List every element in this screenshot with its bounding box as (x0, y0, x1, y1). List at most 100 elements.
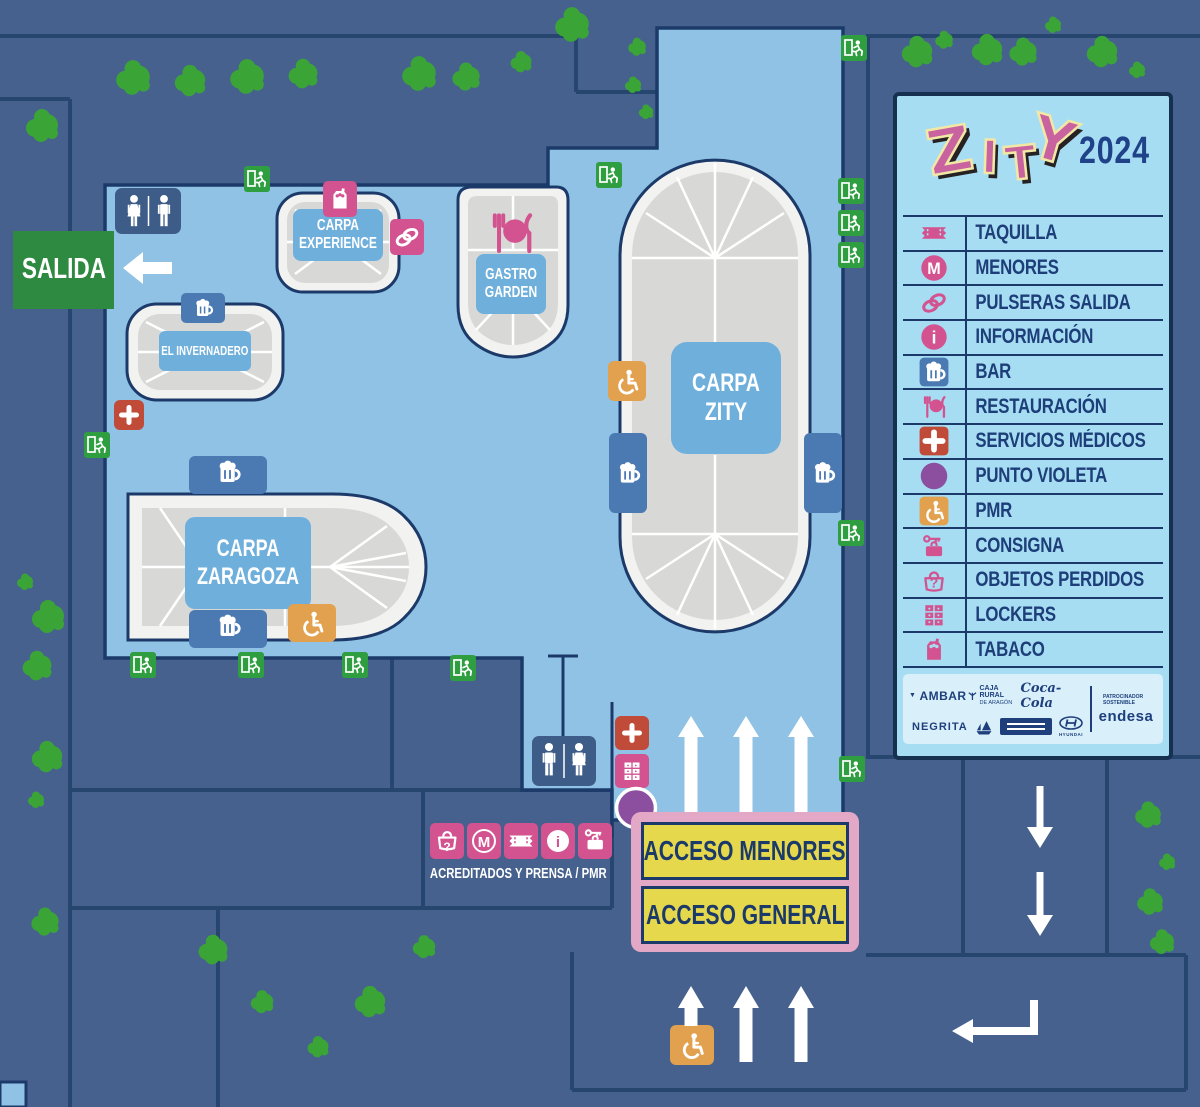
acreditados-icons: ? M i (430, 823, 612, 859)
legend-row-servicios-medicos: SERVICIOS MÉDICOS (903, 423, 1163, 458)
logo-year: 2024 (1079, 130, 1150, 172)
caja-rural-mark (968, 692, 977, 701)
exit-icon (837, 177, 865, 205)
medical-stations (114, 400, 649, 750)
carpa-zity-label-box (671, 342, 781, 454)
cocacola-logo: Coca-Cola (1020, 680, 1062, 711)
pmr-stations (288, 361, 714, 1065)
exit-icon (83, 431, 111, 459)
legend-row-menores: M MENORES (903, 249, 1163, 285)
carpa-experience-label-box (293, 209, 383, 261)
bar-stations (181, 293, 842, 648)
menores-glyph: M (478, 834, 491, 851)
sponsors-divider (1090, 686, 1092, 732)
up-arrow (678, 716, 704, 812)
objetos-perdidos-icon: ? (903, 565, 965, 595)
ambar-logo: AMBAR (909, 689, 967, 703)
up-arrow (733, 716, 759, 812)
lockers-station (615, 754, 649, 788)
legend-row-lockers: LOCKERS (903, 596, 1163, 632)
svg-text:i: i (932, 328, 937, 348)
acceso-sign: ACCESO MENORES ACCESO GENERAL (631, 812, 859, 952)
gastro-garden-label-box (476, 254, 546, 314)
down-arrow (1027, 872, 1053, 936)
exit-icon (837, 209, 865, 237)
universitaria-logo (999, 718, 1052, 735)
acceso-menores-label: ACCESO MENORES (644, 835, 846, 866)
exit-icon (341, 651, 369, 679)
restroom-sign (532, 736, 596, 786)
exit-icon (237, 651, 265, 679)
sponsors-strip: AMBAR CAJA RURAL DE ARAGÓN Coca-Cola NEG… (903, 674, 1163, 744)
lockers-icon (903, 600, 965, 630)
legend-row-restauracion: RESTAURACIÓN (903, 388, 1163, 423)
taquilla-icon (508, 834, 534, 848)
menores-icon (472, 829, 496, 853)
exit-icon (449, 654, 477, 682)
pulseras-salida-station (390, 219, 424, 255)
acceso-general-box: ACCESO GENERAL (641, 886, 849, 944)
venue-corner-patch (0, 1080, 28, 1107)
acreditados-label: ACREDITADOS Y PRENSA / PMR (429, 865, 607, 882)
lockers-icon (623, 761, 641, 781)
exit-icon (840, 34, 868, 62)
salida-sign: SALIDA (13, 231, 114, 309)
exit-icon (837, 241, 865, 269)
acceso-general-label: ACCESO GENERAL (645, 899, 845, 930)
caja-rural-logo: CAJA RURAL DE ARAGÓN (967, 685, 1021, 706)
pmr-icon (903, 496, 965, 526)
sailing-ship-logo (974, 716, 994, 738)
tabaco-icon (903, 635, 965, 665)
restroom-sign (115, 188, 181, 234)
legend-row-informacion: i INFORMACIÓN (903, 319, 1163, 354)
tabaco-station (323, 181, 357, 217)
up-arrow (788, 986, 814, 1062)
exit-icon (595, 161, 623, 189)
turn-left-arrow (970, 1000, 1038, 1035)
svg-text:?: ? (930, 575, 938, 591)
informacion-icon: i (903, 322, 965, 352)
consigna-icon (903, 531, 965, 561)
informacion-icon (547, 830, 569, 852)
bar-icon (903, 357, 965, 387)
legend-row-objetos-perdidos: ? OBJETOS PERDIDOS (903, 561, 1163, 597)
acceso-menores-box: ACCESO MENORES (641, 822, 849, 880)
informacion-glyph: i (556, 834, 560, 851)
turn-left-arrowhead (952, 1019, 973, 1043)
carpa-experience-label: CARPA EXPERIENCE (299, 217, 377, 252)
restauracion-icon (903, 392, 965, 422)
tent-carpa-zity (618, 158, 812, 634)
carpa-zaragoza-label: CARPA ZARAGOZA (197, 535, 300, 590)
el-invernadero-label: EL INVERNADERO (161, 343, 249, 358)
objetos-question-glyph: ? (443, 840, 450, 854)
gastro-garden-label: GASTRO GARDEN (484, 266, 538, 301)
legend-divider (965, 215, 967, 666)
tent-el-invernadero (125, 302, 285, 402)
el-invernadero-label-box (159, 331, 251, 371)
flow-arrows (123, 252, 1053, 1062)
up-arrow (733, 986, 759, 1062)
zity-logo: Z I T Y (920, 100, 1085, 193)
servicios-medicos-icon (903, 426, 965, 456)
punto-violeta-icon (903, 461, 965, 491)
legend-panel: Z I T Y 2024 TAQUILLA M MENORES PULSERAS… (893, 92, 1173, 760)
menores-icon: M (903, 253, 965, 283)
legend-table: TAQUILLA M MENORES PULSERAS SALIDA i INF… (903, 215, 1163, 668)
legend-row-pmr: PMR (903, 492, 1163, 528)
hyundai-logo: HYUNDAI (1058, 715, 1084, 738)
legend-row-consigna: CONSIGNA (903, 527, 1163, 562)
legend-row-punto-violeta: PUNTO VIOLETA (903, 457, 1163, 493)
taquilla-icon (903, 218, 965, 248)
legend-row-bar: BAR (903, 353, 1163, 389)
salida-arrow (123, 252, 172, 284)
carpa-zity-label: CARPA ZITY (692, 369, 760, 426)
patrocinador-label: PATROCINADOR SOSTENIBLE (1103, 693, 1144, 707)
carpa-zaragoza-label-box (185, 517, 311, 609)
tent-carpa-experience (275, 191, 401, 294)
up-arrow (678, 986, 704, 1026)
tent-gastro-garden (456, 185, 570, 359)
legend-row-tabaco: TABACO (903, 631, 1163, 668)
exit-icon (838, 755, 866, 783)
exit-icon (837, 519, 865, 547)
